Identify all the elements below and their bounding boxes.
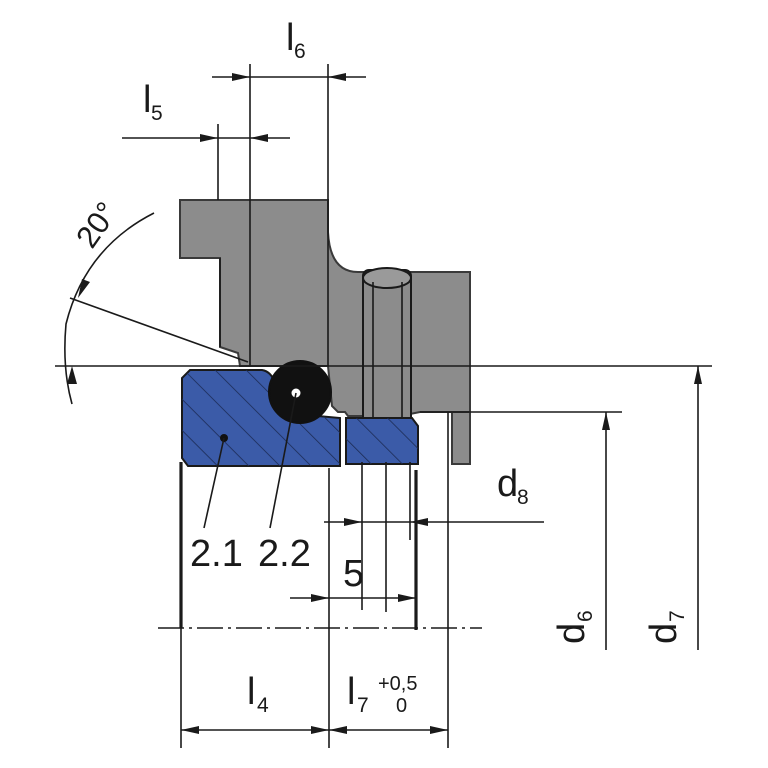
label-l4-main: l bbox=[247, 671, 255, 713]
label-d8-sub: 8 bbox=[517, 486, 529, 509]
label-d6-main: d bbox=[551, 623, 593, 644]
label-d7-sub: 7 bbox=[666, 610, 689, 622]
guide-ring-2-1 bbox=[181, 369, 419, 467]
label-l5-main: l bbox=[143, 79, 151, 121]
label-d8-main: d bbox=[497, 463, 518, 505]
label-l6-main: l bbox=[286, 17, 294, 59]
part-leaders: 2.1 2.2 bbox=[190, 392, 311, 575]
dimension-l5: l 5 bbox=[122, 79, 290, 142]
label-dim-5: 5 bbox=[343, 553, 364, 595]
label-l7-sub: 7 bbox=[357, 694, 369, 717]
label-part-2-2: 2.2 bbox=[258, 533, 311, 575]
dimension-l4: l 4 bbox=[181, 671, 329, 734]
dimension-l6: l 6 bbox=[212, 17, 366, 81]
label-l4-sub: 4 bbox=[257, 694, 269, 717]
label-l5-sub: 5 bbox=[151, 102, 163, 125]
extension-lines bbox=[179, 64, 449, 748]
dimension-5: 5 bbox=[290, 553, 416, 602]
dimension-d8: d 8 bbox=[324, 463, 544, 526]
dimension-l7: l 7 +0,5 0 bbox=[329, 671, 448, 734]
label-part-2-1: 2.1 bbox=[190, 533, 243, 575]
o-ring-2-2 bbox=[268, 360, 332, 424]
dimension-d6: d 6 bbox=[551, 412, 610, 650]
pin-top-cap bbox=[362, 267, 412, 289]
label-l7-main: l bbox=[347, 671, 355, 713]
label-l7-tol-upper: +0,5 bbox=[378, 673, 417, 695]
dimension-d7: d 7 bbox=[643, 366, 702, 650]
label-d7-main: d bbox=[643, 623, 685, 644]
label-angle: 20° bbox=[69, 196, 125, 254]
axis-lines bbox=[55, 365, 712, 629]
housing-lower-block bbox=[451, 411, 471, 465]
label-l6-sub: 6 bbox=[294, 40, 306, 63]
label-d6-sub: 6 bbox=[574, 610, 597, 622]
label-l7-tol-lower: 0 bbox=[396, 695, 407, 717]
